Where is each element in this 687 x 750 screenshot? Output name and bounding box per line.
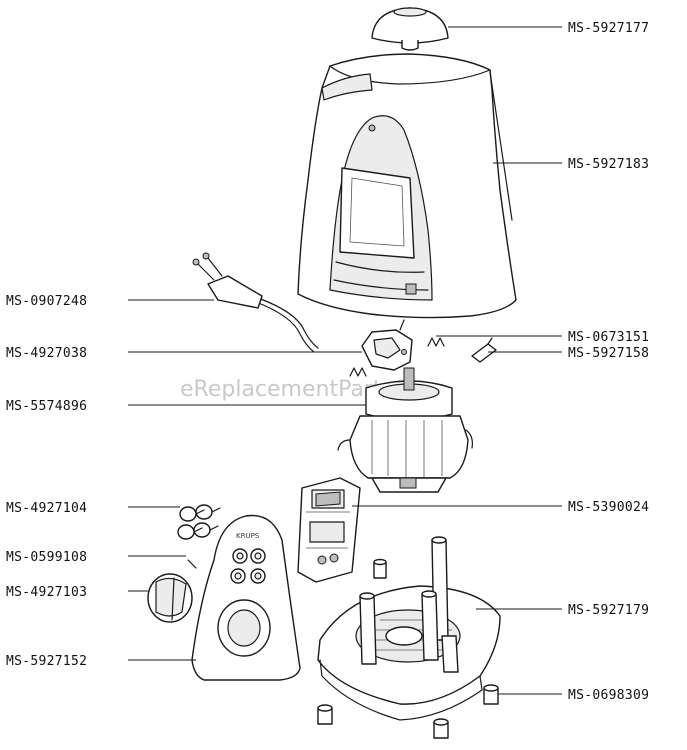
label-knob: MS-4927103 [6, 585, 87, 600]
knob-part[interactable] [147, 573, 193, 623]
label-pin: MS-0599108 [6, 550, 87, 565]
label-switch-bracket: MS-4927038 [6, 346, 87, 361]
motor-part[interactable] [337, 367, 473, 493]
lid-cap-part[interactable] [371, 7, 449, 51]
front-panel-part[interactable]: KRUPS [191, 514, 301, 681]
label-power-cord: MS-0907248 [6, 294, 87, 309]
base-part[interactable] [317, 536, 501, 721]
label-clip: MS-5927158 [568, 346, 649, 361]
foot-extra-2 [433, 718, 449, 739]
label-foot: MS-0698309 [568, 688, 649, 703]
clip-part[interactable] [471, 337, 497, 363]
label-lid-cap: MS-5927177 [568, 21, 649, 36]
label-housing: MS-5927183 [568, 157, 649, 172]
switch-bracket-part[interactable] [361, 319, 413, 371]
power-cord-part[interactable] [192, 252, 319, 353]
label-circuit-board: MS-5390024 [568, 500, 649, 515]
pin-part[interactable] [187, 559, 197, 569]
spring-part[interactable] [427, 337, 445, 347]
buttons-part[interactable] [177, 504, 221, 540]
label-motor: MS-5574896 [6, 399, 87, 414]
label-front-panel: MS-5927152 [6, 654, 87, 669]
housing-part[interactable] [297, 53, 517, 319]
foot-extra-1 [317, 704, 333, 725]
brand-logo: KRUPS [236, 532, 260, 540]
label-spring: MS-0673151 [568, 330, 649, 345]
foot-part[interactable] [483, 684, 499, 705]
label-buttons: MS-4927104 [6, 501, 87, 516]
label-base: MS-5927179 [568, 603, 649, 618]
spring-lower [349, 367, 367, 377]
circuit-board-part[interactable] [297, 477, 361, 583]
